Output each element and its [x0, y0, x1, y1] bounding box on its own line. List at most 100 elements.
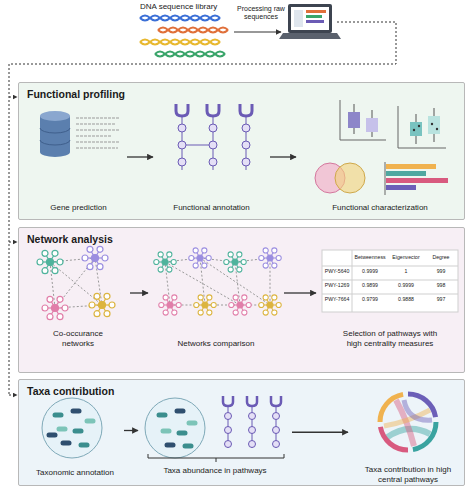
centrality-table-part — [322, 266, 458, 267]
dna-strands — [140, 16, 228, 57]
dotted-flow-line-part — [9, 22, 396, 395]
flow-arrow — [127, 156, 153, 157]
section-panel: Network analysisCo-occurance networksNet… — [18, 227, 465, 373]
dna-strands-part — [140, 40, 220, 45]
abundance-illustration-part-part — [249, 413, 256, 420]
pathway-icon-part — [213, 116, 214, 170]
centrality-table-part — [322, 280, 458, 281]
chord-diagram-part — [386, 429, 430, 438]
taxa-circle-part — [53, 413, 64, 418]
database-icon-part — [40, 128, 70, 145]
network-graphs-part-part — [165, 258, 270, 305]
dotted-flow-line-part — [9, 395, 17, 396]
abundance-illustration-part — [157, 413, 168, 418]
section-panel: Taxa contributionTaxonomic annotationTax… — [18, 379, 465, 486]
chart-icons-part — [418, 125, 420, 127]
chart-icons-part — [354, 104, 355, 134]
chord-diagram-part — [404, 400, 432, 420]
taxa-circle-part — [47, 433, 58, 438]
chord-diagram-part — [380, 394, 403, 422]
dotted-flow-line-part — [9, 97, 17, 98]
abundance-illustration-part-part — [247, 396, 257, 406]
network-graphs-part — [194, 295, 217, 315]
step-label: Gene prediction — [39, 203, 119, 213]
network-graphs-part — [224, 252, 247, 272]
network-graphs-part — [189, 248, 212, 268]
database-icon-part — [76, 118, 120, 148]
abundance-illustration-part — [177, 431, 188, 436]
chart-icons-part — [372, 110, 373, 137]
pathway-icon-part — [178, 141, 186, 149]
pathway-icon-part — [182, 116, 183, 170]
chord-diagram-part — [380, 427, 408, 450]
dna-strands-part — [158, 28, 228, 33]
step-node: Functional characterization — [298, 102, 462, 212]
database-icon-part-part — [76, 123, 116, 124]
section-title: Network analysis — [27, 233, 113, 245]
abundance-illustration-part — [223, 396, 281, 448]
abundance-illustration-part — [148, 454, 284, 462]
abundance-illustration-part-part — [225, 441, 232, 448]
process-arrow — [234, 31, 281, 32]
abundance-illustration-part-part — [228, 406, 229, 448]
database-icon-part-part — [76, 147, 118, 148]
flow-arrow — [130, 292, 148, 293]
laptop-icon-part — [306, 20, 324, 23]
chart-icons — [315, 100, 448, 195]
chord-diagram-part — [413, 422, 436, 450]
step-label: Networks comparison — [166, 339, 266, 349]
step-node: Taxonomic annotation — [28, 385, 122, 477]
chart-icons-part — [398, 106, 446, 148]
step-node: Taxa contribution in high central pathwa… — [350, 385, 466, 484]
laptop-icon-part — [306, 10, 326, 13]
database-icon-part — [40, 111, 70, 121]
chart-icons-part — [386, 178, 448, 183]
chord-diagram-part — [384, 410, 430, 426]
pathway-icon-part — [240, 104, 252, 116]
database-icon-part-part — [76, 129, 120, 130]
page-label: DNA sequence library — [140, 2, 240, 11]
section-panel: Functional profilingGene prediction Funct… — [18, 82, 465, 220]
chord-diagram-part — [408, 394, 436, 417]
step-label: Functional characterization — [305, 203, 455, 213]
abundance-illustration-part — [187, 421, 198, 426]
pathway-icon-part — [176, 104, 188, 116]
taxa-circle — [42, 398, 102, 458]
dna-strands-part — [140, 16, 220, 21]
abundance-illustration-part-part — [225, 413, 232, 420]
process-label: Processing raw sequences — [234, 5, 288, 21]
abundance-illustration-part-part — [249, 441, 256, 448]
dna-strands-part — [155, 52, 225, 57]
pathway-icon-part — [178, 124, 186, 132]
laptop-icon-part — [288, 4, 332, 33]
network-graphs-part — [259, 295, 282, 315]
abundance-illustration-part-part — [271, 396, 281, 406]
network-graphs-part — [154, 252, 177, 272]
step-label: Co-occurance networks — [48, 329, 108, 348]
database-icon-part-part — [76, 141, 120, 142]
dotted-flow-line-part — [9, 242, 17, 243]
pathway-icon-part — [246, 116, 247, 170]
taxa-circle-part — [79, 443, 90, 448]
taxa-circle-part — [73, 429, 84, 434]
taxa-circle-part — [42, 398, 102, 458]
chart-icons-part — [386, 164, 436, 169]
abundance-illustration-part-part — [273, 413, 280, 420]
step-label: Functional annotation — [162, 203, 262, 213]
network-graphs-part — [259, 248, 282, 268]
network-graphs — [37, 246, 281, 319]
abundance-illustration-part-part — [273, 441, 280, 448]
flow-arrow — [124, 430, 138, 431]
step-label: Selection of pathways with high centrali… — [335, 329, 445, 348]
section-title: Functional profiling — [27, 88, 125, 100]
flow-arrow — [270, 156, 296, 157]
chart-icons-part — [428, 116, 440, 134]
centrality-table — [322, 250, 458, 312]
chart-icons-part — [413, 129, 415, 131]
step-node: Functional annotation — [155, 102, 268, 212]
chart-icons-part — [348, 112, 360, 128]
laptop-icon-part — [279, 33, 341, 39]
database-icon — [40, 111, 120, 157]
chart-icons-part — [416, 114, 417, 144]
